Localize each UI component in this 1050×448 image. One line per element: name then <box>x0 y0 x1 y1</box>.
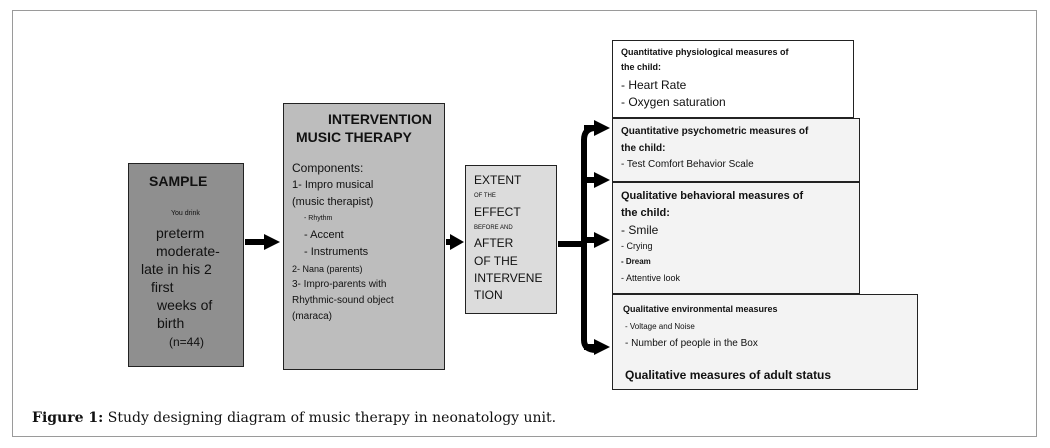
arrowhead-m4 <box>594 339 610 355</box>
figure-frame <box>12 10 1037 437</box>
extent-line: TION <box>474 288 503 302</box>
arrowhead-m1 <box>594 120 610 136</box>
component-item: 3- Impro-parents with <box>292 279 387 290</box>
sample-line: You drink <box>171 210 200 217</box>
environmental-measures-box: Qualitative environmental measures - Vol… <box>612 294 918 390</box>
components-label: Components: <box>292 161 364 175</box>
measure-item: - Dream <box>621 257 651 266</box>
psychometric-measures-box: Quantitative psychometric measures of th… <box>612 118 860 182</box>
arrowhead-extent <box>450 234 464 250</box>
measure-title: Quantitative psychometric measures of <box>621 126 809 137</box>
extent-line: EXTENT <box>474 173 522 187</box>
measure-item: - Attentive look <box>621 273 681 283</box>
intervention-subtitle: MUSIC THERAPY <box>296 129 412 145</box>
component-item: 1- Impro musical <box>292 179 374 191</box>
sample-line: preterm <box>156 225 205 241</box>
extent-line: EFFECT <box>474 205 521 219</box>
adult-measures-label: Qualitative measures of adult status <box>625 368 832 382</box>
measure-item: - Test Comfort Behavior Scale <box>621 159 754 170</box>
extent-line: AFTER <box>474 236 514 250</box>
behavioral-measures-box: Qualitative behavioral measures of the c… <box>612 182 860 294</box>
component-item: (maraca) <box>292 311 333 322</box>
extent-line: INTERVENE <box>474 271 543 285</box>
measure-item: - Smile <box>621 223 659 237</box>
arrowhead-intervention <box>264 234 280 250</box>
measure-item: - Heart Rate <box>621 78 687 92</box>
figure-caption: Figure 1: Study designing diagram of mus… <box>32 410 556 426</box>
caption-label: Figure 1: <box>32 410 104 426</box>
sample-line: birth <box>157 315 185 331</box>
measure-item: - Oxygen saturation <box>621 95 726 109</box>
extent-line: BEFORE AND <box>474 225 513 231</box>
sample-title: SAMPLE <box>149 173 208 189</box>
measure-title: Qualitative behavioral measures of <box>621 190 804 202</box>
sample-line: weeks of <box>157 297 213 313</box>
component-subitem: - Rhythm <box>304 215 333 222</box>
intervention-title: INTERVENTION <box>328 111 432 127</box>
measure-item: - Crying <box>621 241 653 251</box>
arrowhead-m2 <box>594 172 610 188</box>
extent-box: EXTENT OF THE EFFECT BEFORE AND AFTER OF… <box>465 165 557 314</box>
measure-item: - Number of people in the Box <box>625 338 758 349</box>
component-subitem: - Accent <box>304 229 344 241</box>
measure-title: the child: <box>621 207 670 219</box>
sample-line: late in his 2 <box>141 261 212 277</box>
sample-count: (n=44) <box>169 335 205 349</box>
measure-title: the child: <box>621 143 666 154</box>
measure-item: - Voltage and Noise <box>625 322 695 331</box>
component-item: (music therapist) <box>292 196 374 208</box>
caption-text: Study designing diagram of music therapy… <box>103 410 557 426</box>
measure-title: Qualitative environmental measures <box>623 304 778 314</box>
physiological-measures-box: Quantitative physiological measures of t… <box>612 40 854 118</box>
sample-line: first <box>151 279 174 295</box>
component-item: 2- Nana (parents) <box>292 264 363 274</box>
measure-title: Quantitative physiological measures of <box>621 47 789 57</box>
extent-line: OF THE <box>474 254 518 268</box>
intervention-box: INTERVENTION MUSIC THERAPY Components: 1… <box>283 103 445 370</box>
component-item: Rhythmic-sound object <box>292 295 394 306</box>
sample-line: moderate- <box>156 243 220 259</box>
extent-line: OF THE <box>474 193 496 199</box>
measure-title: the child: <box>621 62 661 72</box>
arrowhead-m3 <box>594 232 610 248</box>
component-subitem: - Instruments <box>304 246 369 258</box>
sample-box: SAMPLE You drink preterm moderate- late … <box>128 163 244 367</box>
